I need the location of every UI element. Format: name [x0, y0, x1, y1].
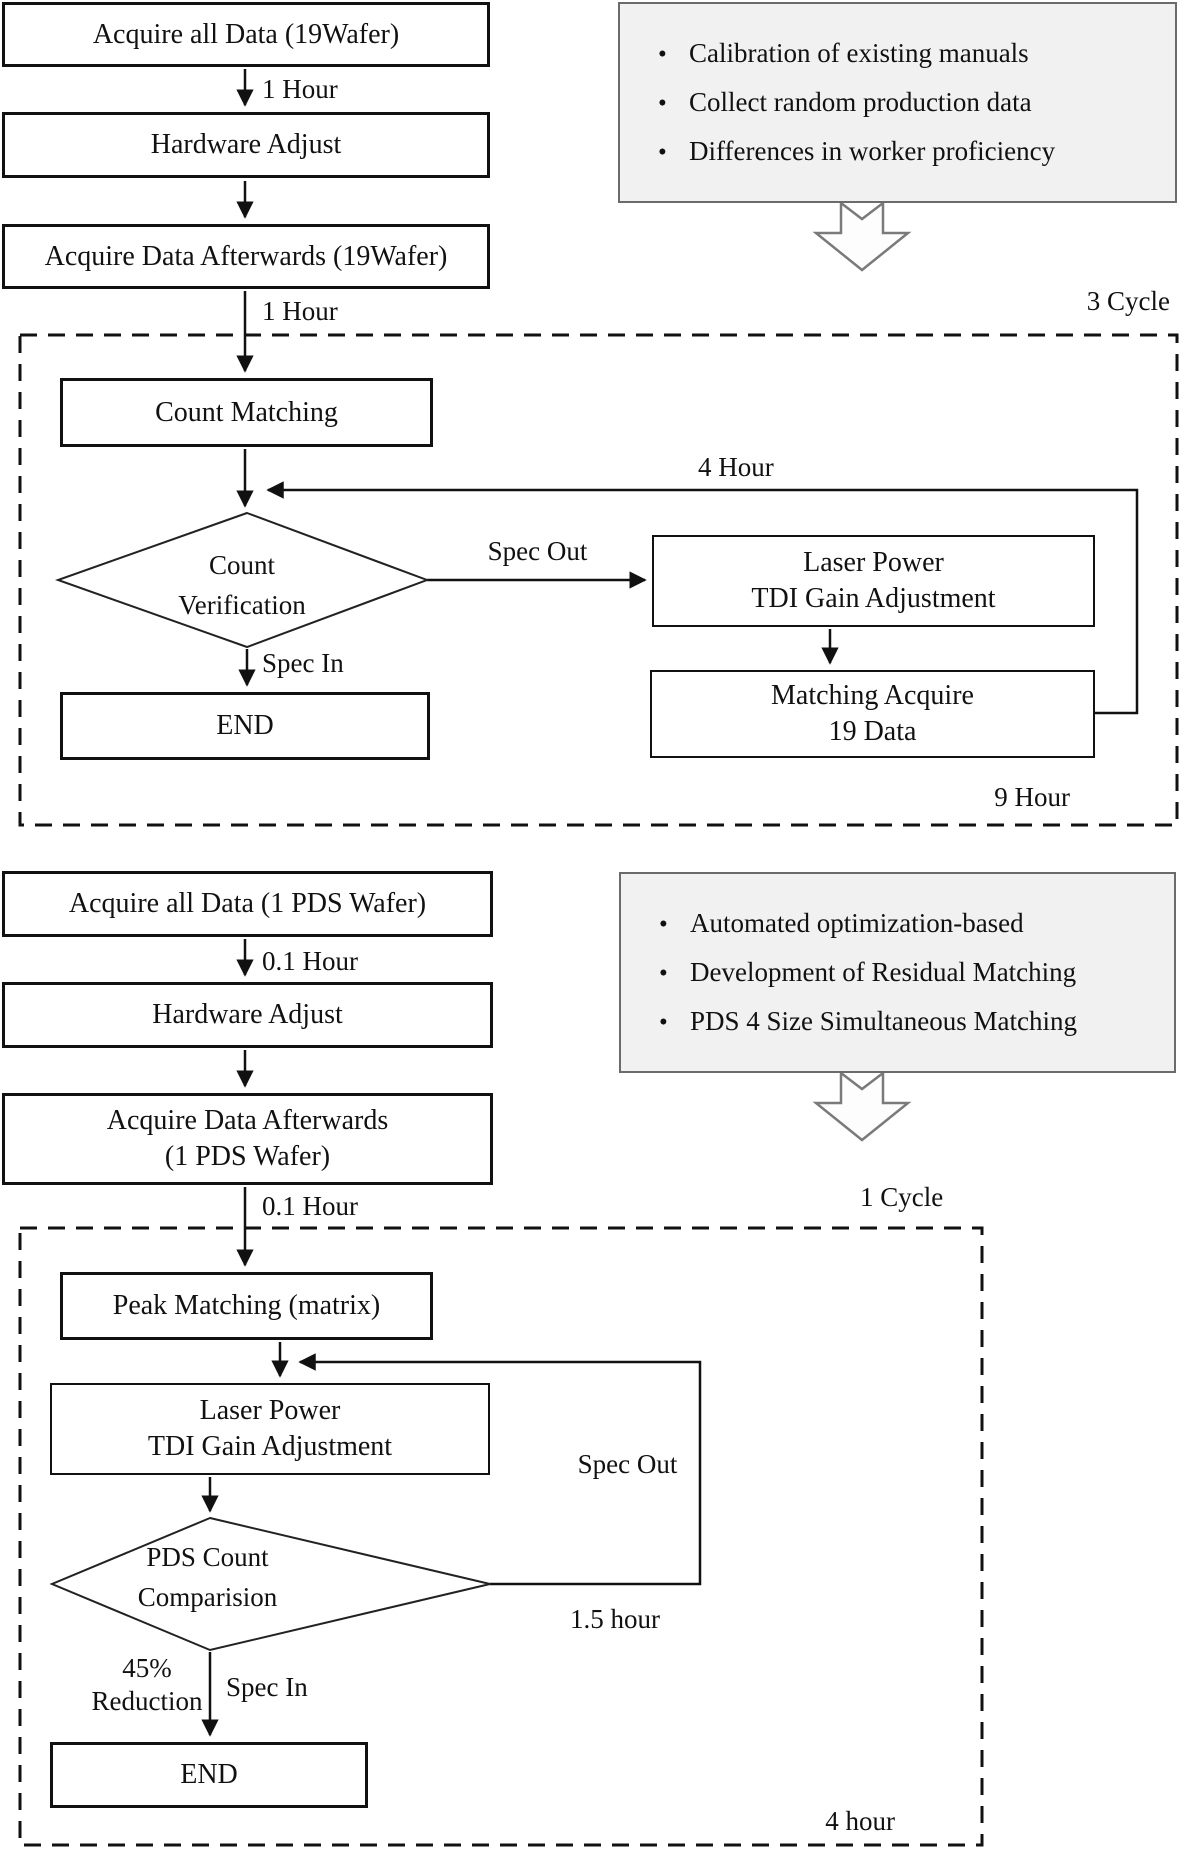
box-label: END	[216, 710, 274, 741]
label-01-hour: 0.1 Hour	[262, 946, 358, 976]
box-acquire-data-afterwards-1pds: Acquire Data Afterwards (1 PDS Wafer)	[2, 1093, 493, 1185]
feedback-loop-top	[266, 481, 1139, 715]
bullet-icon: •	[658, 40, 667, 68]
box-label: Hardware Adjust	[152, 999, 343, 1030]
label-spec-out-bottom: Spec Out	[577, 1449, 678, 1479]
bullet-icon: •	[659, 1008, 668, 1036]
bullet-text: Automated optimization-based	[690, 907, 1024, 938]
label-01-hour: 0.1 Hour	[262, 1191, 358, 1221]
box-label-line: Matching Acquire	[771, 680, 974, 711]
box-laser-power-tdi-top: Laser Power TDI Gain Adjustment	[652, 535, 1095, 627]
bullet-icon: •	[658, 138, 667, 166]
manual-method-callout: • Calibration of existing manuals • Coll…	[618, 2, 1177, 203]
label-1-cycle: 1 Cycle	[860, 1182, 944, 1212]
pds-count-diamond-shape	[49, 1516, 491, 1652]
box-matching-acquire-19-data: Matching Acquire 19 Data	[650, 670, 1095, 758]
box-acquire-all-data-1pds: Acquire all Data (1 PDS Wafer)	[2, 871, 493, 937]
box-laser-power-tdi-bottom: Laser Power TDI Gain Adjustment	[50, 1383, 490, 1475]
box-label-line: Laser Power	[803, 547, 944, 578]
pds-count-diamond-text: PDS Count Comparision	[65, 1537, 350, 1617]
bullet-text: Calibration of existing manuals	[689, 37, 1029, 68]
box-label: Hardware Adjust	[150, 129, 342, 160]
bullet-text: Development of Residual Matching	[690, 956, 1077, 987]
box-end-top: END	[60, 692, 430, 760]
box-acquire-all-data-19wafer: Acquire all Data (19Wafer)	[2, 2, 490, 67]
box-label: Count Matching	[155, 396, 338, 428]
callout-bullet-item: • Development of Residual Matching	[659, 957, 1166, 989]
label-4-hour-bottom: 4 hour	[825, 1806, 895, 1836]
box-label-line: 19 Data	[828, 716, 917, 747]
box-label: Acquire all Data (1 PDS Wafer)	[68, 888, 427, 919]
box-label: Acquire Data Afterwards (19Wafer)	[44, 240, 448, 272]
diamond-line: Verification	[178, 590, 306, 620]
manual-loop-dashed-frame	[18, 333, 1179, 827]
label-45-percent-reduction: 45% Reduction	[88, 1652, 206, 1718]
label-1-hour: 1 Hour	[262, 74, 338, 104]
automated-method-callout: • Automated optimization-based • Develop…	[619, 872, 1176, 1073]
reduction-line: Reduction	[91, 1686, 203, 1716]
box-acquire-data-afterwards-19wafer: Acquire Data Afterwards (19Wafer)	[2, 224, 490, 289]
auto-loop-dashed-frame	[18, 1226, 984, 1847]
box-end-bottom: END	[50, 1742, 368, 1808]
box-hardware-adjust-top: Hardware Adjust	[2, 112, 490, 178]
diamond-line: Count	[208, 550, 275, 580]
diamond-line: Comparision	[137, 1582, 278, 1612]
label-9-hour: 9 Hour	[994, 782, 1070, 812]
reduction-line: 45%	[122, 1653, 172, 1683]
bullet-text: Collect random production data	[689, 86, 1032, 117]
box-label-line: TDI Gain Adjustment	[147, 1431, 393, 1462]
label-3-cycle: 3 Cycle	[1086, 286, 1170, 316]
callout-bullet-item: • Calibration of existing manuals	[658, 38, 1167, 70]
count-verification-diamond-shape	[55, 511, 430, 649]
box-label: END	[180, 1759, 238, 1790]
count-verification-diamond-text: Count Verification	[102, 545, 382, 625]
box-label: Peak Matching (matrix)	[112, 1290, 381, 1321]
box-hardware-adjust-bottom: Hardware Adjust	[2, 982, 493, 1048]
box-label: Acquire all Data (19Wafer)	[92, 18, 400, 50]
bullet-icon: •	[658, 89, 667, 117]
bullet-icon: •	[659, 959, 668, 987]
callout-bullet-item: • Automated optimization-based	[659, 908, 1166, 940]
label-1-5-hour: 1.5 hour	[570, 1604, 660, 1634]
callout-bullet-item: • Differences in worker proficiency	[658, 136, 1167, 168]
callout-bullet-item: • PDS 4 Size Simultaneous Matching	[659, 1006, 1166, 1038]
bullet-text: Differences in worker proficiency	[689, 135, 1056, 166]
diamond-line: PDS Count	[146, 1542, 269, 1572]
label-spec-out-top: Spec Out	[487, 536, 588, 566]
label-1-hour: 1 Hour	[262, 296, 338, 326]
label-spec-in-bottom: Spec In	[226, 1672, 308, 1702]
box-label-line: Laser Power	[199, 1395, 341, 1426]
callout-down-arrow-icon	[812, 1070, 912, 1142]
feedback-loop-bottom	[298, 1353, 702, 1586]
bullet-icon: •	[659, 910, 668, 938]
box-count-matching: Count Matching	[60, 378, 433, 447]
callout-down-arrow-icon	[812, 200, 912, 272]
box-label-line: TDI Gain Adjustment	[751, 583, 996, 614]
box-label-line: Acquire Data Afterwards	[106, 1105, 389, 1136]
label-spec-in-top: Spec In	[262, 648, 344, 678]
label-4-hour: 4 Hour	[698, 452, 774, 482]
box-label-line: (1 PDS Wafer)	[164, 1141, 331, 1172]
bullet-text: PDS 4 Size Simultaneous Matching	[690, 1005, 1077, 1036]
callout-bullet-item: • Collect random production data	[658, 87, 1167, 119]
box-peak-matching-matrix: Peak Matching (matrix)	[60, 1272, 433, 1340]
